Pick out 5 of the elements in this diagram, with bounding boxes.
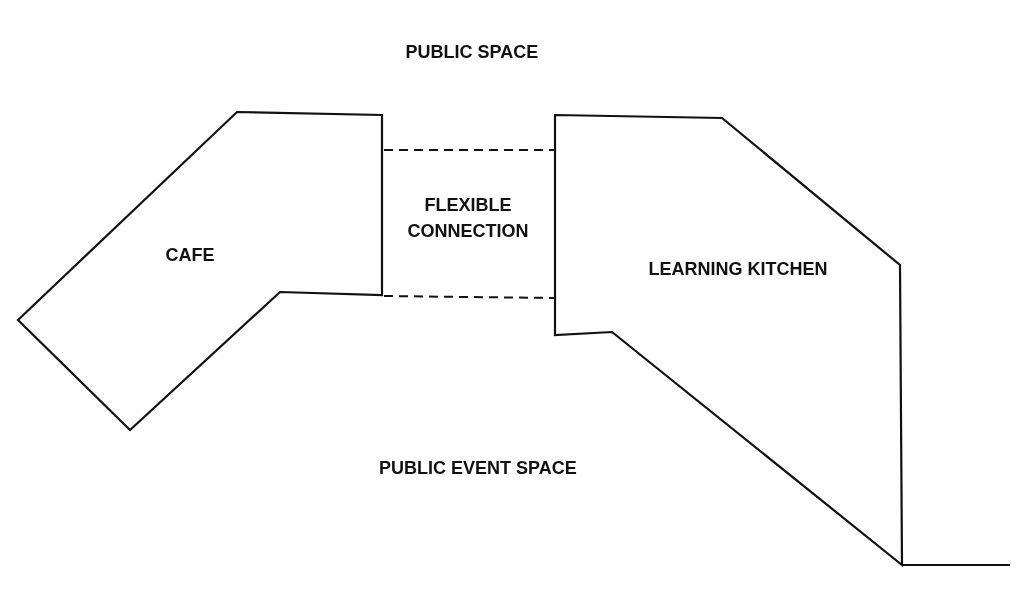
room-label: LEARNING KITCHEN xyxy=(647,258,829,281)
room-label: FLEXIBLE CONNECTION xyxy=(406,194,530,244)
room-label: CAFE xyxy=(164,244,216,267)
area-label: PUBLIC SPACE xyxy=(405,41,539,63)
area-label: PUBLIC EVENT SPACE xyxy=(379,457,577,479)
